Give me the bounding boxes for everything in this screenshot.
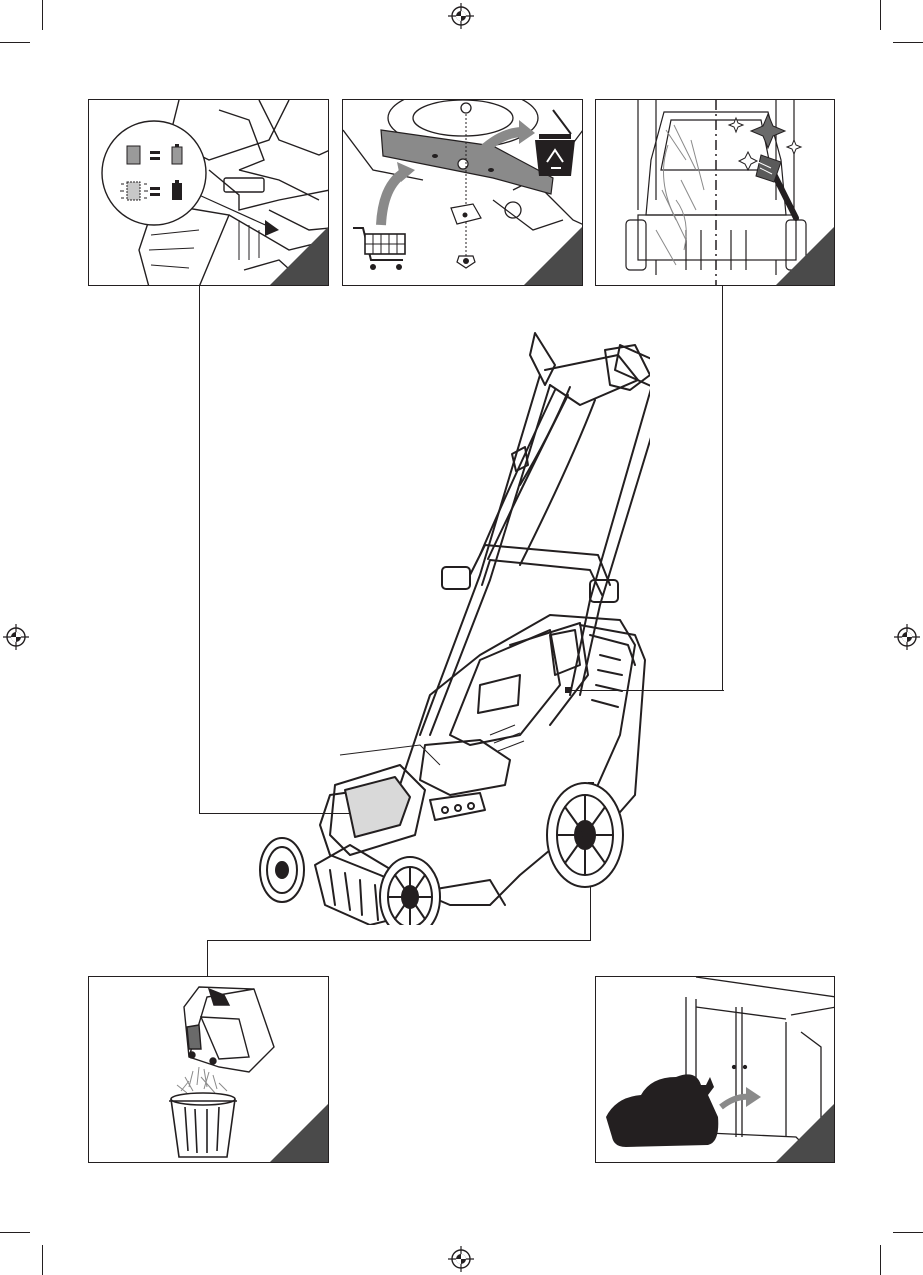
corner-tab [270,1104,328,1162]
registration-mark-icon [448,1246,474,1272]
mower-blade [381,130,553,194]
corner-tab [270,227,328,285]
leader-line [207,940,208,978]
lawn-mower-illustration [250,315,650,925]
crop-mark [880,0,881,30]
crop-mark [0,42,30,43]
registration-mark-icon [894,624,920,650]
grass-clippings [177,1067,227,1093]
corner-tab [776,1104,834,1162]
leader-line [722,284,723,691]
crop-mark [42,1245,43,1275]
storage-arrow-icon [721,1087,761,1107]
crop-mark [42,0,43,30]
registration-mark-icon [3,624,29,650]
crop-mark [893,1232,923,1233]
recycle-bin-icon [535,110,575,176]
registration-mark-icon [448,3,474,29]
shopping-cart-icon [353,228,405,270]
panel-blade-replacement [342,99,583,286]
crop-mark [893,42,923,43]
leader-line [199,284,200,814]
panel-battery-indicator [88,99,329,286]
corner-tab [776,227,834,285]
panel-cleaning [595,99,835,286]
panel-storage [595,976,835,1163]
battery-status-callout [99,118,209,228]
panel-empty-grass-box [88,976,329,1163]
crop-mark [0,1232,30,1233]
corner-tab [524,227,582,285]
leader-line [207,940,591,941]
trash-can-icon [169,1093,237,1157]
crop-mark [880,1245,881,1275]
mower-silhouette [606,1074,718,1147]
